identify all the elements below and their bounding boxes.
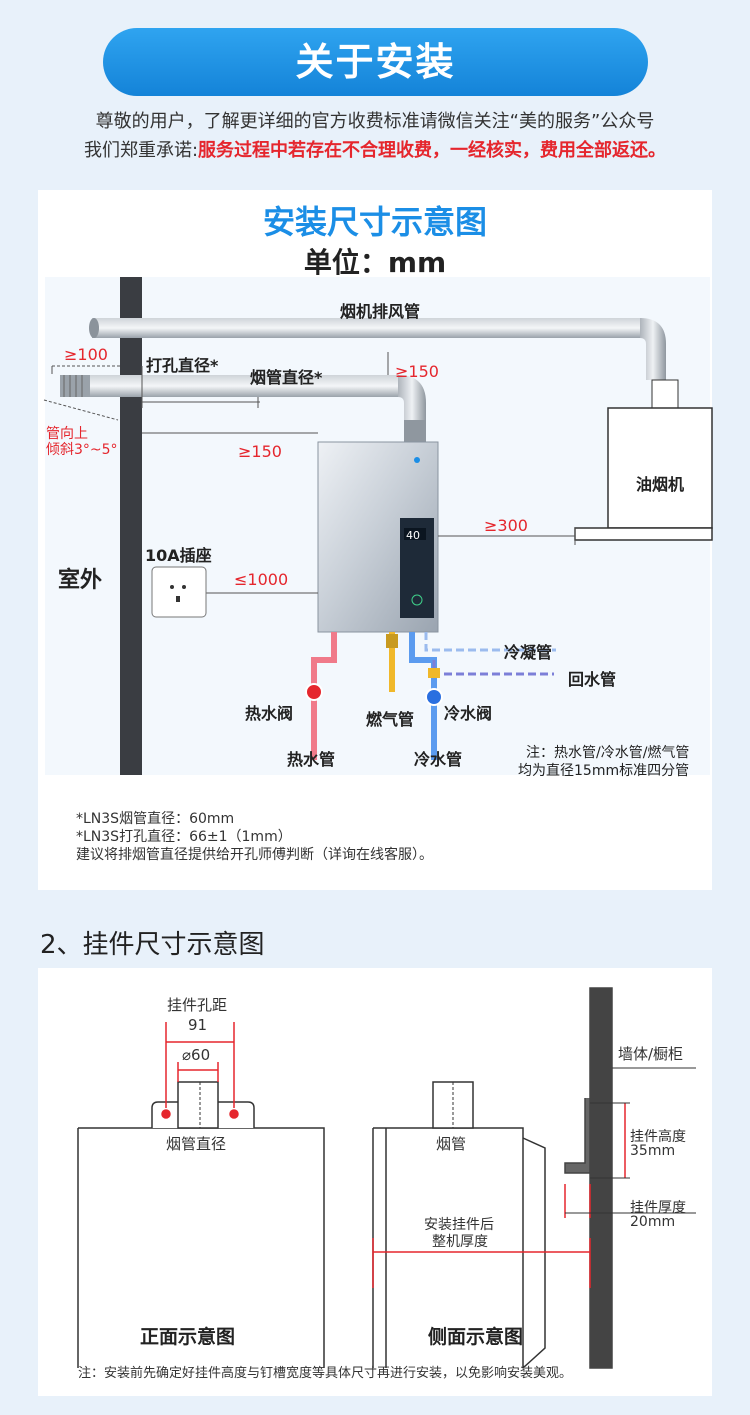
- promise-red-text: 服务过程中若存在不合理收费，一经核实，费用全部返还。: [198, 140, 667, 161]
- heater-flue-pipe: [60, 375, 400, 397]
- side-flue-label: 烟管: [436, 1135, 467, 1153]
- flue-diameter-label: 烟管直径*: [250, 368, 323, 387]
- install-diagram-title: 安装尺寸示意图: [262, 203, 487, 241]
- display-value: 40: [406, 529, 420, 542]
- wall-label: 墙体/橱柜: [618, 1045, 684, 1063]
- hole-spacing-value: 91: [188, 1016, 208, 1034]
- hole-diameter-label: 打孔直径*: [146, 356, 219, 375]
- pipe-note-2: 均为直径15mm标准四分管: [518, 763, 690, 779]
- footnote-2: *LN3S打孔直径：66±1（1mm）: [76, 829, 292, 845]
- cold-valve-icon: [425, 688, 443, 706]
- condensate-pipe-label: 冷凝管: [504, 643, 553, 662]
- return-pipe-label: 回水管: [568, 670, 617, 689]
- wall-socket: [151, 566, 207, 618]
- gte100-label: ≥100: [64, 345, 108, 364]
- promise-note: 我们郑重承诺:服务过程中若存在不合理收费，一经核实，费用全部返还。: [0, 136, 750, 162]
- pipe-note-1: 注：热水管/冷水管/燃气管: [526, 745, 690, 761]
- condensate-pipe-line: [424, 632, 556, 652]
- gas-pipe-label: 燃气管: [366, 710, 415, 729]
- footnote-3: 建议将排烟管直径提供给开孔师傅判断（详询在线客服）。: [76, 847, 433, 863]
- bracket-note: 注：安装前先确定好挂件高度与钉槽宽度等具体尺寸再进行安装，以免影响安装美观。: [78, 1366, 573, 1381]
- cold-valve-label: 冷水阀: [444, 704, 493, 723]
- outdoor-wall: [120, 277, 142, 775]
- lte1000-label: ≤1000: [234, 570, 289, 589]
- hot-valve-icon: [305, 683, 323, 701]
- promise-prefix: 我们郑重承诺:: [83, 140, 199, 161]
- hot-pipe-label: 热水管: [287, 750, 336, 769]
- front-view-caption: 正面示意图: [140, 1326, 236, 1348]
- title-banner: 关于安装: [103, 28, 648, 96]
- footnote-1: *LN3S烟管直径：60mm: [76, 811, 235, 827]
- unit-label: 单位：mm: [303, 246, 447, 279]
- outdoor-label: 室外: [58, 568, 103, 593]
- gte150-top-label: ≥150: [395, 362, 439, 381]
- depth-label-1: 安装挂件后: [424, 1217, 494, 1233]
- front-flue-diameter-label: 烟管直径: [166, 1135, 227, 1153]
- range-hood-label: 油烟机: [636, 475, 685, 494]
- gte300-label: ≥300: [484, 516, 528, 535]
- socket-label: 10A插座: [145, 546, 212, 565]
- cold-pipe-line: [409, 632, 437, 690]
- bracket-height-label: 挂件高度: [630, 1129, 686, 1145]
- front-flue: [177, 1081, 219, 1129]
- bracket-diagram-svg: [77, 987, 696, 1369]
- hood-exhaust-pipe: [92, 318, 642, 338]
- cold-pipe-label: 冷水管: [414, 750, 463, 769]
- side-view-body: [373, 1127, 524, 1368]
- tilt-label: 管向上 倾斜3°~5°: [46, 426, 118, 458]
- gte150-mid-label: ≥150: [238, 442, 282, 461]
- install-diagram-svg: 40: [43, 277, 713, 775]
- bracket-height-value: 35mm: [630, 1143, 676, 1159]
- diameter-value: ⌀60: [182, 1046, 211, 1064]
- hot-pipe-line: [311, 632, 337, 690]
- range-hood: [607, 407, 713, 529]
- hot-valve-label: 热水阀: [245, 704, 294, 723]
- official-fee-note: 尊敬的用户，了解更详细的官方收费标准请微信关注“美的服务”公众号: [95, 111, 655, 132]
- bracket-thickness-label: 挂件厚度: [630, 1200, 686, 1216]
- depth-label-2: 整机厚度: [432, 1234, 488, 1250]
- side-bracket: [564, 1098, 591, 1174]
- bracket-thickness-value: 20mm: [630, 1214, 676, 1230]
- hole-spacing-label: 挂件孔距: [167, 996, 228, 1014]
- bracket-section-title: 2、挂件尺寸示意图: [40, 930, 265, 960]
- exhaust-pipe-label: 烟机排风管: [340, 302, 421, 321]
- side-view-caption: 侧面示意图: [428, 1326, 524, 1348]
